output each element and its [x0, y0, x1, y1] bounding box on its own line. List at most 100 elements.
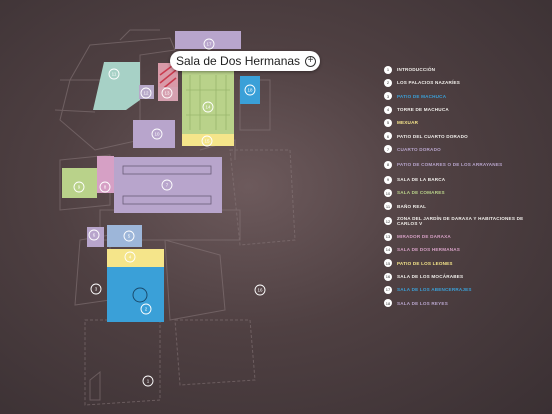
mexuar-area[interactable]: [133, 120, 175, 148]
marker-16[interactable]: 16: [254, 284, 266, 296]
marker-14[interactable]: 14: [202, 101, 214, 113]
legend-number-badge: 16: [384, 272, 392, 281]
baño-real-area[interactable]: [93, 62, 140, 110]
legend-label: MIRADOR DE DARAXA: [397, 234, 451, 240]
sala-abencerrajes-area[interactable]: [240, 76, 260, 104]
marker-number: 9: [78, 185, 81, 190]
marker-1[interactable]: 1: [142, 375, 154, 387]
marker-10[interactable]: 10: [151, 128, 163, 140]
marker-number: 3: [95, 287, 98, 292]
legend-item-9[interactable]: 9 SALA DE LA BARCA: [384, 173, 544, 186]
sala-reyes-area[interactable]: [175, 31, 241, 49]
marker-number: 14: [205, 105, 211, 110]
marker-number: 16: [257, 288, 263, 293]
legend-item-6[interactable]: 6 PATIO DEL CUARTO DORADO: [384, 129, 544, 142]
marker-ring: [140, 87, 152, 99]
marker-number: 4: [129, 255, 132, 260]
legend-label: TORRE DE MACHUCA: [397, 106, 449, 112]
legend-label: SALA DE LA BARCA: [397, 177, 446, 183]
legend-number-badge: 1: [384, 65, 392, 74]
legend-number-badge: 13: [384, 232, 392, 241]
patio-leones-bottom[interactable]: [182, 134, 234, 146]
marker-number: 5: [128, 234, 131, 239]
marker-number: 1: [147, 379, 150, 384]
legend-label: SALA DE COMARES: [397, 190, 445, 196]
area-5[interactable]: [107, 225, 142, 247]
legend-number-badge: 8: [384, 160, 392, 169]
marker-2[interactable]: 2: [140, 303, 152, 315]
marker-4[interactable]: 4: [124, 251, 136, 263]
marker-ring: [88, 229, 100, 241]
marker-ring: [99, 181, 111, 193]
marker-11[interactable]: 11: [108, 68, 120, 80]
marker-7[interactable]: 7: [161, 179, 173, 191]
legend-item-16[interactable]: 16 SALA DE LOS MOCÁRABES: [384, 270, 544, 283]
marker-number: 17: [206, 42, 212, 47]
marker-13[interactable]: 13: [161, 87, 173, 99]
callout-plus-icon[interactable]: +: [305, 55, 317, 67]
legend-item-13[interactable]: 13 MIRADOR DE DARAXA: [384, 230, 544, 243]
area-4[interactable]: [107, 249, 164, 267]
buildings: [62, 31, 260, 322]
sala-comares-area[interactable]: [62, 168, 97, 198]
legend-item-8[interactable]: 8 PATIO DE COMARES O DE LOS ARRAYANES: [384, 156, 544, 173]
marker-9[interactable]: 9: [73, 181, 85, 193]
marker-18[interactable]: 18: [244, 84, 256, 96]
legend-label: SALA DE LOS REYES: [397, 300, 448, 306]
marker-ring: [161, 87, 173, 99]
marker-17[interactable]: 17: [203, 38, 215, 50]
marker-ring: [108, 68, 120, 80]
marker-ring: [202, 101, 214, 113]
marker-ring: [124, 251, 136, 263]
patio-machuca-area[interactable]: [107, 267, 164, 322]
marker-number: 12: [143, 91, 149, 96]
marker-number: 13: [164, 91, 170, 96]
legend-item-4[interactable]: 4 TORRE DE MACHUCA: [384, 103, 544, 116]
marker-15[interactable]: 15: [201, 135, 213, 147]
legend-item-18[interactable]: 18 SALA DE LOS REYES: [384, 296, 544, 309]
legend-number-badge: 14: [384, 245, 392, 254]
callout-label: Sala de Dos Hermanas: [176, 54, 301, 68]
marker-6[interactable]: 6: [88, 229, 100, 241]
marker-ring: [203, 38, 215, 50]
legend-label: PATIO DEL CUARTO DORADO: [397, 133, 468, 139]
marker-5[interactable]: 5: [123, 230, 135, 242]
marker-8[interactable]: 8: [99, 181, 111, 193]
marker-ring: [244, 84, 256, 96]
marker-3[interactable]: 3: [90, 283, 102, 295]
legend-number-badge: 9: [384, 175, 392, 184]
marker-ring: [123, 230, 135, 242]
area-6[interactable]: [87, 227, 104, 247]
marker-number: 6: [93, 233, 96, 238]
legend-number-badge: 18: [384, 299, 392, 308]
marker-ring: [151, 128, 163, 140]
legend-label: PATIO DE COMARES O DE LOS ARRAYANES: [397, 161, 503, 167]
legend-label: MEXUAR: [397, 120, 419, 126]
legend-number-badge: 6: [384, 132, 392, 141]
callout-bubble[interactable]: Sala de Dos Hermanas +: [170, 51, 321, 71]
marker-12[interactable]: 12: [140, 87, 152, 99]
legend-number-badge: 2: [384, 78, 392, 87]
legend-number-badge: 17: [384, 285, 392, 294]
marker-ring: [142, 375, 154, 387]
marker-ring: [254, 284, 266, 296]
legend-label: BAÑO REAL: [397, 203, 427, 209]
legend-number-badge: 4: [384, 105, 392, 114]
legend-label: SALA DE LOS MOCÁRABES: [397, 273, 464, 279]
legend-number-badge: 15: [384, 259, 392, 268]
marker-number: 2: [145, 307, 148, 312]
marker-ring: [201, 135, 213, 147]
